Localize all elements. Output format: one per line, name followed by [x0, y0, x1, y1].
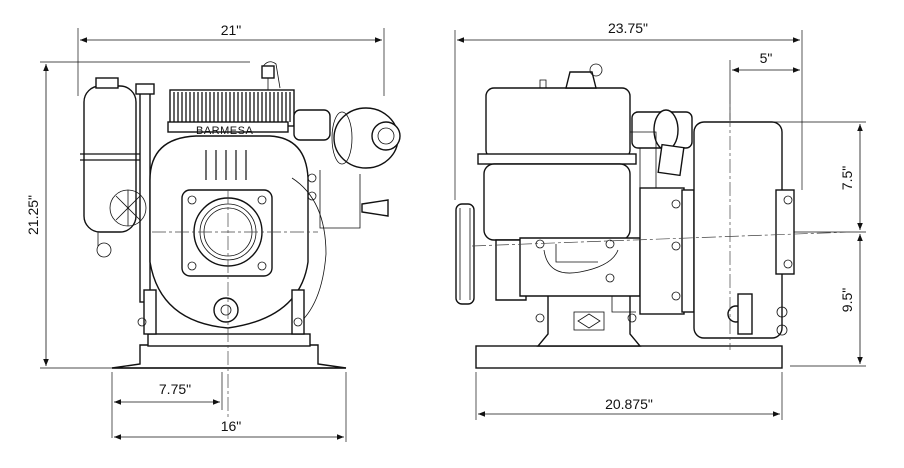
drain-plug	[213, 297, 239, 323]
air-cleaner-side	[630, 109, 693, 190]
crankcase-side	[495, 237, 641, 323]
cooling-fan	[109, 189, 147, 227]
side-horizontal-centerline	[471, 231, 851, 247]
label-21-25in: 21.25"	[25, 195, 41, 235]
label-16in: 16"	[221, 418, 242, 434]
front-feet	[137, 173, 317, 335]
dimension-offset-top: 5"	[729, 50, 800, 120]
dimension-center-offset: 7.75"	[111, 372, 223, 438]
label-7-5in: 7.5"	[839, 166, 855, 190]
label-7-75in: 7.75"	[159, 381, 191, 397]
label-21in: 21"	[221, 22, 242, 38]
front-base-plate	[111, 333, 347, 369]
dimension-length-top: 23.75"	[454, 20, 803, 200]
dimension-height-front: 21.25"	[25, 61, 250, 369]
label-5in: 5"	[760, 50, 773, 66]
dimension-width-top: 21"	[77, 22, 385, 96]
pump-body-side	[639, 121, 795, 339]
engine-tank-side	[477, 63, 637, 241]
inlet-flange	[181, 189, 273, 277]
dimension-base-length: 20.875"	[475, 372, 783, 420]
fuel-tank	[80, 77, 140, 258]
dimension-base-width: 16"	[114, 372, 347, 442]
side-base-plate	[475, 291, 783, 369]
air-cleaner	[293, 107, 401, 229]
brand-label: BARMESA	[196, 125, 253, 137]
front-view: 21" 21.25" 7.75" 16"	[25, 22, 401, 442]
side-view: 23.75" 5" 7.5" 9.5" 20.875"	[454, 20, 866, 420]
front-louvres	[205, 150, 247, 180]
label-20-875in: 20.875"	[605, 396, 653, 412]
label-9-5in: 9.5"	[839, 288, 855, 312]
pulley	[455, 203, 475, 305]
label-23-75in: 23.75"	[608, 20, 648, 36]
engine-head: BARMESA	[167, 61, 295, 137]
